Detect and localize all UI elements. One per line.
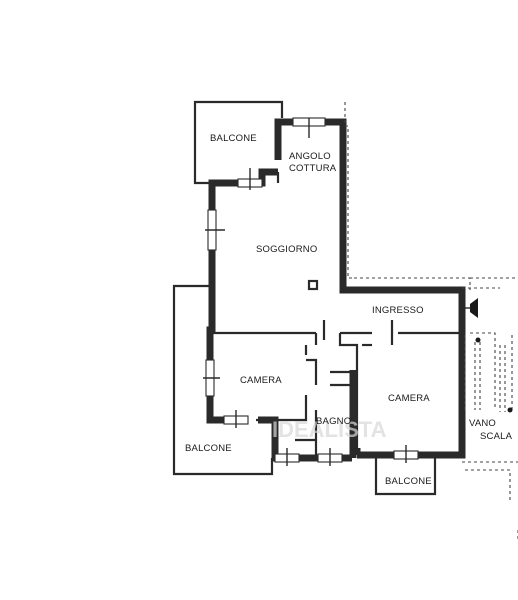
label-balcone-left: BALCONE	[185, 443, 232, 454]
balcone-bottom-area	[374, 458, 437, 496]
entrance-arrow-icon	[462, 298, 478, 318]
label-ingresso: INGRESSO	[372, 305, 424, 316]
label-camera-right: CAMERA	[388, 393, 430, 404]
balcone-top-area	[193, 100, 284, 185]
label-balcone-top: BALCONE	[210, 133, 257, 144]
label-camera-left: CAMERA	[240, 375, 282, 386]
windows	[203, 117, 419, 466]
exterior-dashed-lines	[344, 102, 518, 540]
label-cottura: COTTURA	[289, 163, 337, 174]
label-angolo: ANGOLO	[289, 151, 331, 162]
label-soggiorno: SOGGIORNO	[256, 244, 317, 255]
label-scala: SCALA	[480, 431, 513, 442]
label-bagno: BAGNO	[316, 416, 351, 427]
label-vano: VANO	[469, 418, 496, 429]
interior-walls	[213, 172, 462, 455]
label-balcone-bottom: BALCONE	[385, 476, 432, 487]
watermark: IDEALISTA	[272, 417, 387, 442]
balcone-left-area	[172, 284, 274, 476]
svg-text:IDEALISTA: IDEALISTA	[272, 417, 387, 442]
